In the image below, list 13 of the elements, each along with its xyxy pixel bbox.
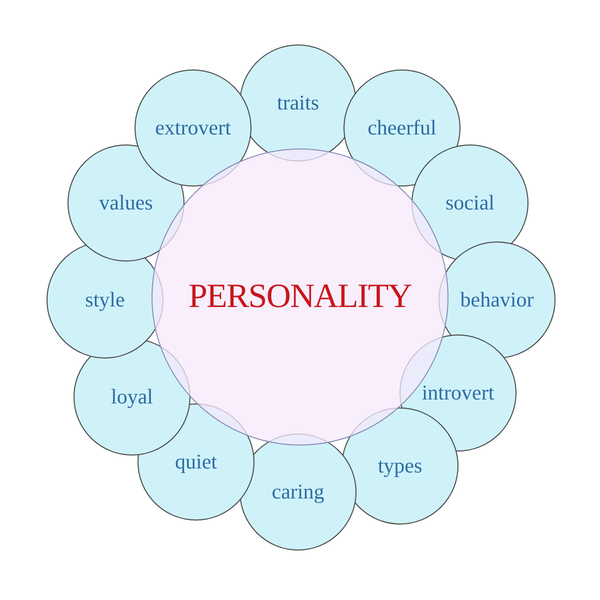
- topic-label: values: [99, 192, 153, 214]
- central-title: PERSONALITY: [188, 280, 412, 314]
- topic-label: behavior: [460, 290, 534, 310]
- topic-label: introvert: [422, 382, 494, 404]
- topic-label: style: [85, 290, 125, 310]
- topic-label: cheerful: [368, 118, 436, 138]
- topic-label: quiet: [175, 452, 217, 472]
- topic-label: loyal: [111, 386, 153, 408]
- topic-label: types: [378, 456, 422, 476]
- topic-label: traits: [277, 92, 319, 114]
- topic-label: extrovert: [155, 118, 231, 138]
- topic-label: social: [446, 192, 494, 214]
- topic-label: caring: [272, 482, 324, 502]
